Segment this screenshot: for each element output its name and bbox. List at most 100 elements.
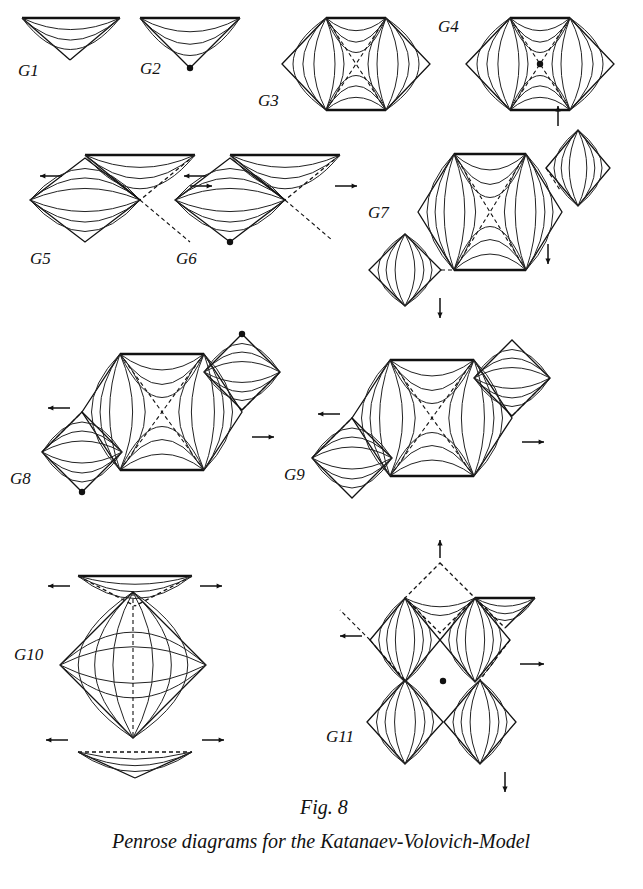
coordinate-curve bbox=[379, 598, 405, 682]
diagram-label: G2 bbox=[140, 60, 161, 79]
figure-number: Fig. 8 bbox=[300, 796, 348, 818]
boundary-edge bbox=[120, 353, 204, 356]
coordinate-curve bbox=[95, 592, 133, 738]
coordinate-curve bbox=[427, 154, 454, 270]
coordinate-curve bbox=[140, 18, 240, 32]
coordinate-curve bbox=[454, 154, 465, 270]
coordinate-curve bbox=[474, 350, 550, 379]
singular-point bbox=[187, 65, 193, 71]
coordinate-curve bbox=[326, 76, 386, 111]
coordinate-curve bbox=[526, 154, 536, 270]
arrow-head bbox=[437, 313, 442, 318]
region-outline bbox=[42, 412, 122, 492]
coordinate-curve bbox=[444, 154, 454, 270]
coordinate-curve bbox=[42, 431, 122, 452]
dashed-edge bbox=[326, 18, 386, 110]
coordinate-curve bbox=[454, 154, 476, 270]
coordinate-curve bbox=[390, 360, 474, 376]
dashed-edge bbox=[326, 18, 386, 110]
coordinate-curve bbox=[78, 592, 133, 738]
coordinate-curve bbox=[390, 433, 474, 477]
coordinate-curve bbox=[480, 680, 499, 764]
coordinate-curve bbox=[405, 680, 425, 764]
coordinate-curve bbox=[552, 18, 570, 110]
coordinate-curve bbox=[470, 680, 480, 764]
dashed-edge bbox=[242, 372, 280, 410]
coordinate-curve bbox=[510, 18, 528, 110]
boundary-edge bbox=[454, 269, 526, 272]
coordinate-curve bbox=[60, 665, 206, 683]
dashed-edge bbox=[454, 154, 526, 270]
coordinate-curve bbox=[480, 680, 490, 764]
region-outline bbox=[312, 418, 392, 498]
coordinate-curve bbox=[390, 446, 474, 476]
arrow-head bbox=[219, 737, 224, 742]
coordinate-curve bbox=[474, 378, 550, 388]
region-outline bbox=[546, 130, 610, 206]
coordinate-curve bbox=[204, 344, 280, 373]
arrow-head bbox=[545, 259, 550, 264]
boundary-edge bbox=[78, 575, 192, 578]
coordinate-curve bbox=[78, 576, 192, 592]
coordinate-curve bbox=[377, 680, 406, 764]
arrow-head bbox=[40, 173, 45, 178]
coordinate-curve bbox=[78, 752, 192, 759]
coordinate-curve bbox=[405, 680, 434, 764]
coordinate-curve bbox=[175, 200, 285, 222]
coordinate-curve bbox=[326, 18, 386, 53]
coordinate-curve bbox=[120, 427, 204, 471]
coordinate-curve bbox=[113, 592, 133, 738]
coordinate-curve bbox=[204, 352, 280, 372]
coordinate-curve bbox=[395, 234, 405, 306]
region-outline bbox=[282, 18, 430, 110]
coordinate-curve bbox=[175, 188, 285, 200]
dashed-edge bbox=[340, 610, 370, 640]
coordinate-curve bbox=[390, 360, 474, 404]
dashed-edge bbox=[480, 640, 510, 680]
coordinate-curve bbox=[405, 598, 431, 682]
coordinate-curve bbox=[120, 354, 204, 398]
coordinate-curve bbox=[204, 372, 280, 382]
coordinate-curve bbox=[475, 598, 485, 682]
coordinate-curve bbox=[475, 598, 535, 614]
coordinate-curve bbox=[312, 458, 392, 479]
coordinate-curve bbox=[230, 155, 340, 189]
coordinate-curve bbox=[133, 592, 153, 738]
singular-point bbox=[537, 61, 543, 67]
dashed-edge bbox=[510, 18, 570, 110]
coordinate-curve bbox=[477, 18, 510, 110]
coordinate-curve bbox=[30, 200, 140, 212]
boundary-edge bbox=[326, 17, 386, 20]
coordinate-curve bbox=[474, 378, 550, 407]
coordinate-curve bbox=[85, 155, 195, 189]
coordinate-curve bbox=[475, 598, 535, 621]
diagram-label: G9 bbox=[284, 466, 305, 485]
region-outline bbox=[175, 158, 285, 242]
coordinate-curve bbox=[377, 18, 386, 110]
coordinate-curve bbox=[133, 592, 171, 738]
coordinate-curve bbox=[386, 234, 405, 306]
boundary-edge bbox=[326, 109, 386, 112]
coordinate-curve bbox=[510, 86, 570, 110]
arrow-head bbox=[437, 540, 442, 545]
coordinate-curve bbox=[326, 18, 344, 110]
coordinate-curve bbox=[30, 178, 140, 200]
coordinate-curve bbox=[314, 18, 326, 110]
coordinate-curve bbox=[133, 592, 188, 738]
coordinate-curve bbox=[405, 598, 475, 616]
boundary-edge bbox=[230, 154, 340, 157]
coordinate-curve bbox=[510, 76, 570, 111]
coordinate-curve bbox=[230, 155, 340, 167]
coordinate-curve bbox=[449, 598, 475, 682]
coordinate-curve bbox=[22, 18, 120, 40]
coordinate-curve bbox=[175, 200, 285, 212]
coordinate-curve bbox=[191, 354, 204, 470]
boundary-edge bbox=[120, 469, 204, 472]
region-outline bbox=[444, 680, 516, 764]
figure-caption: Penrose diagrams for the Katanaev-Volovi… bbox=[112, 830, 530, 852]
coordinate-curve bbox=[78, 576, 192, 584]
coordinate-curve bbox=[362, 360, 391, 476]
arrow-head bbox=[217, 583, 222, 588]
dashed-edge bbox=[312, 418, 352, 458]
coordinate-curve bbox=[78, 752, 192, 772]
